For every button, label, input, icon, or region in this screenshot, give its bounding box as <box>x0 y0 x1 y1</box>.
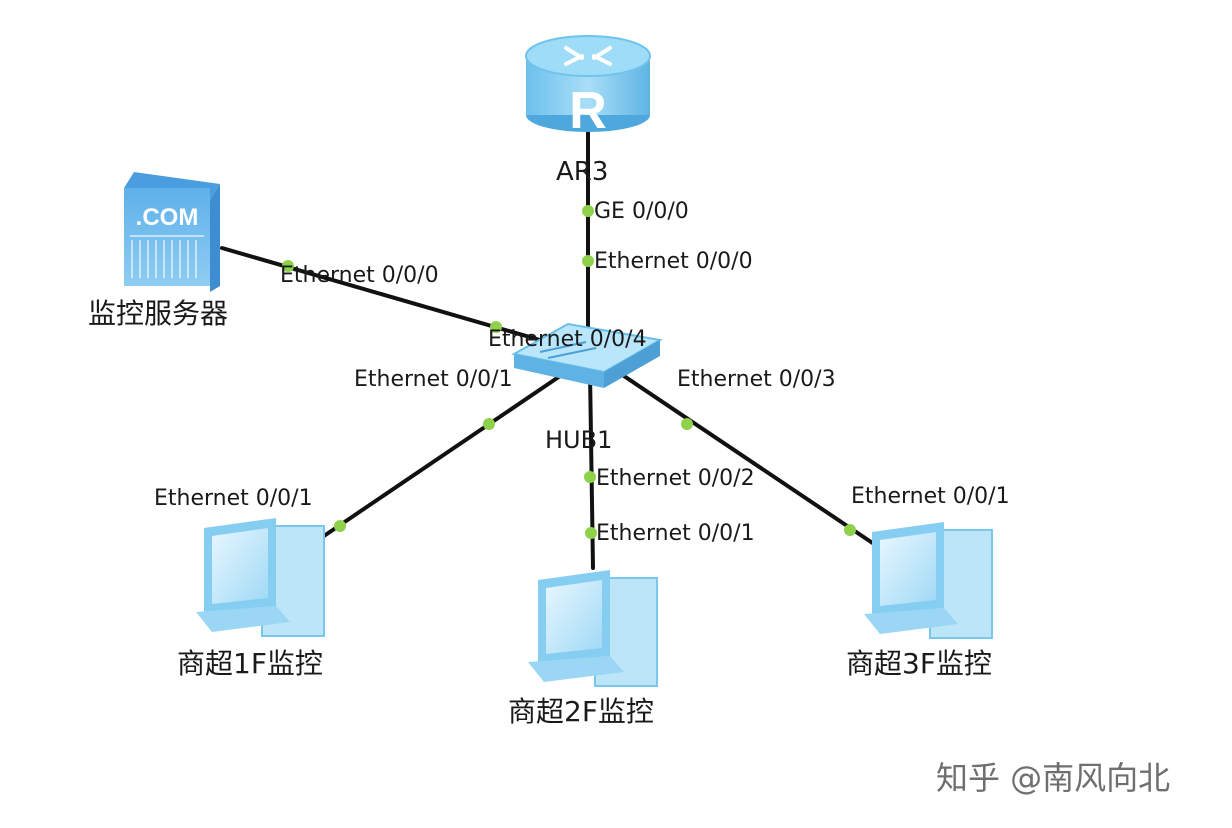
port-dot-hub-e1 <box>483 418 495 430</box>
pc-3F-icon[interactable] <box>864 522 993 639</box>
links <box>220 128 882 570</box>
port-dot-hub-e2 <box>584 471 596 483</box>
port-label-pc2-e1: Ethernet 0/0/1 <box>596 521 755 546</box>
port-label-hub-e4: Ethernet 0/0/4 <box>488 327 647 352</box>
port-dot-hub-e3 <box>681 418 693 430</box>
port-dot-hub-e4 <box>490 321 502 333</box>
server-label: 监控服务器 <box>88 297 229 330</box>
port-label-pc3-e1: Ethernet 0/0/1 <box>851 484 1010 509</box>
port-label-pc1-e1: Ethernet 0/0/1 <box>154 486 313 511</box>
port-dot-pc1-e1 <box>334 520 346 532</box>
link-hub-pc3 <box>616 370 882 550</box>
port-label-server-e0: Ethernet 0/0/0 <box>280 263 439 288</box>
link-server-hub <box>220 246 542 342</box>
port-label-hub-e0: Ethernet 0/0/0 <box>594 249 753 274</box>
port-dot-router-ge <box>582 205 594 217</box>
hub-label: HUB1 <box>545 426 613 454</box>
port-dot-hub-e0 <box>582 255 594 267</box>
hub-icon[interactable] <box>511 322 663 388</box>
pc-1F-icon[interactable] <box>196 518 325 637</box>
link-hub-pc1 <box>316 370 568 542</box>
port-dot-pc3-e1 <box>844 524 856 536</box>
server-icon[interactable] <box>124 172 220 292</box>
pc-2F-icon[interactable] <box>528 570 658 687</box>
pc-2F-label: 商超2F监控 <box>508 695 654 728</box>
port-label-hub-e1: Ethernet 0/0/1 <box>354 367 513 392</box>
port-dot-server-e0 <box>282 260 294 272</box>
router-icon[interactable]: R <box>525 35 651 140</box>
svg-text:R: R <box>569 82 607 140</box>
pc-1F-label: 商超1F监控 <box>177 647 323 680</box>
server-badge: .COM <box>136 204 199 231</box>
pc-3F-label: 商超3F监控 <box>846 647 992 680</box>
port-label-hub-e3: Ethernet 0/0/3 <box>677 367 836 392</box>
router-label: AR3 <box>556 157 609 187</box>
port-label-router-ge: GE 0/0/0 <box>594 199 689 224</box>
port-label-hub-e2: Ethernet 0/0/2 <box>596 466 755 491</box>
watermark: 知乎 @南风向北 <box>936 759 1171 797</box>
port-dots <box>282 205 856 539</box>
port-dot-pc2-e1 <box>585 527 597 539</box>
